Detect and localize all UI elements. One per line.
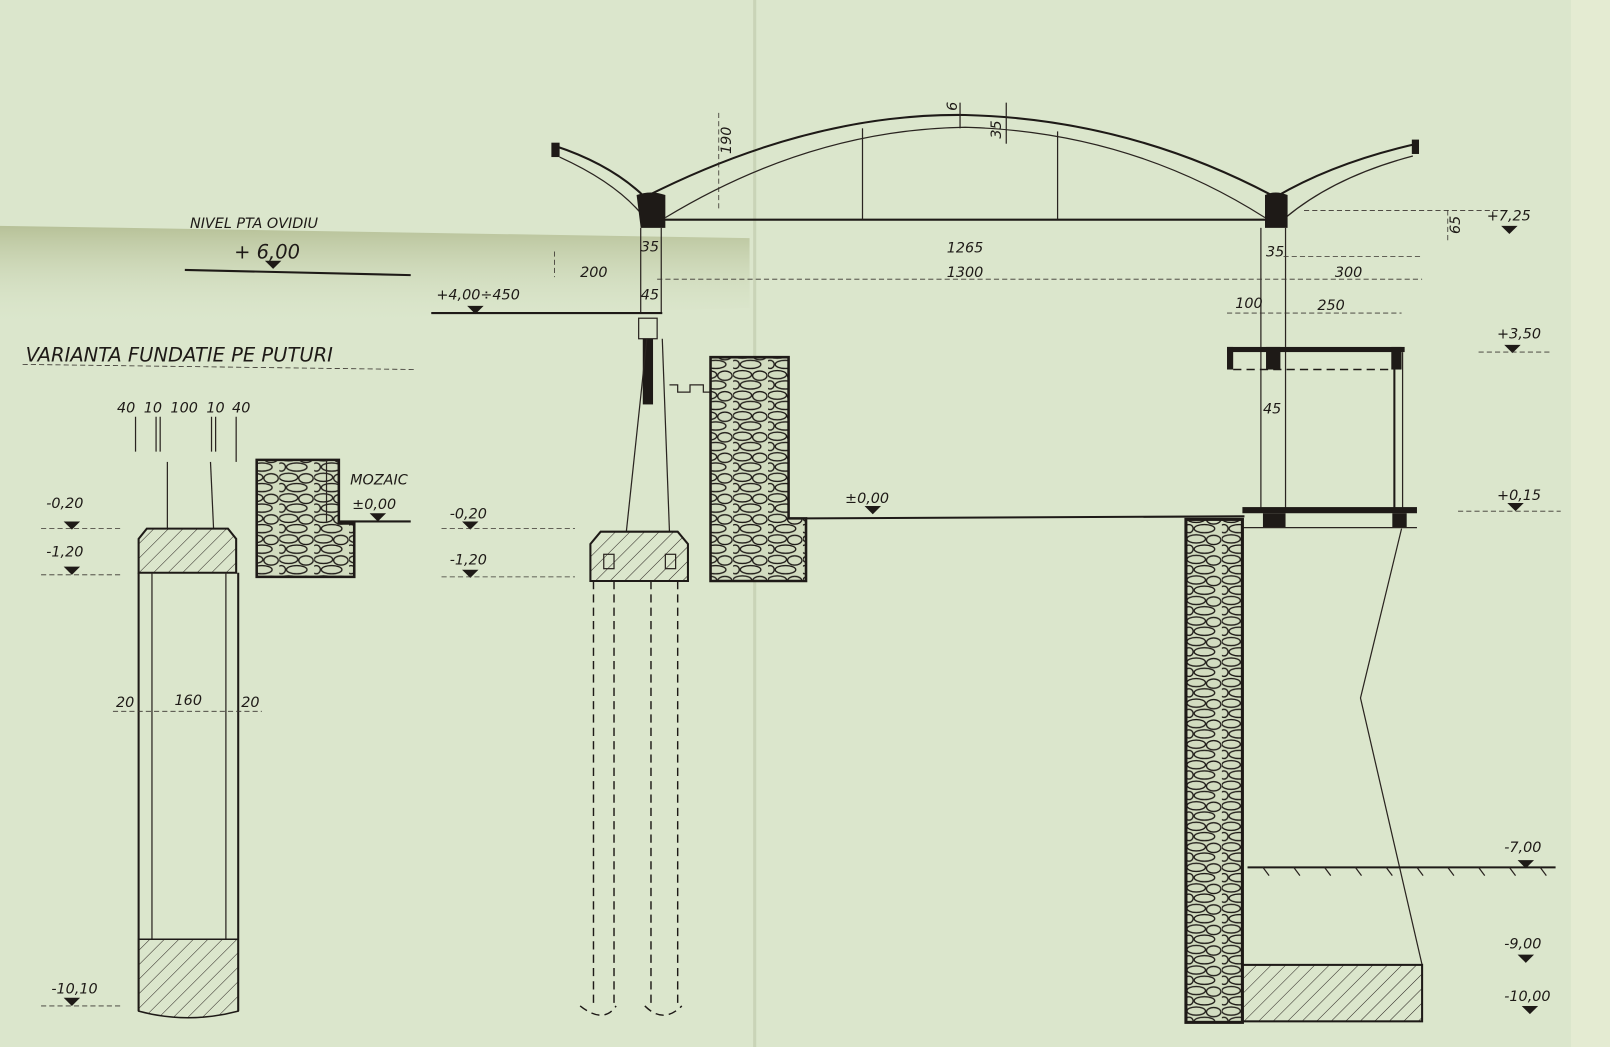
paper-fold-shadow xyxy=(0,225,750,329)
dim-300: 300 xyxy=(1335,265,1362,281)
dim-190: 190 xyxy=(719,127,735,154)
dim-45-left: 45 xyxy=(641,288,659,304)
pile-dim-1: 10 xyxy=(144,401,162,417)
floor-level: ±0,00 xyxy=(845,491,889,507)
dim-200: 200 xyxy=(580,265,607,281)
pile-dim-3: 10 xyxy=(206,401,224,417)
dim-35-right: 35 xyxy=(1266,245,1284,261)
nivel-line xyxy=(184,268,411,277)
dim-1265: 1265 xyxy=(947,241,984,257)
floor-line xyxy=(806,515,1245,520)
right-retaining-wall xyxy=(1184,517,1556,1024)
dim-250: 250 xyxy=(1317,298,1344,314)
level-m700: -7,00 xyxy=(1504,840,1541,856)
level-m120-pile: -1,20 xyxy=(46,544,83,560)
dim-6: 6 xyxy=(945,102,961,111)
dim-35-top: 35 xyxy=(989,120,1005,138)
dim-1300: 1300 xyxy=(947,265,984,281)
left-pile-foundation xyxy=(579,530,689,1016)
level-m1000: -10,00 xyxy=(1504,989,1550,1005)
pile-dim-0: 40 xyxy=(117,401,135,417)
paper-edge xyxy=(1570,0,1610,1047)
level-350: +3,50 xyxy=(1497,327,1541,343)
nivel-label: NIVEL PTA OVIDIU xyxy=(190,216,319,232)
pile-wall-left: 20 xyxy=(116,695,134,711)
dim-45-right: 45 xyxy=(1263,402,1281,418)
level-m900: -9,00 xyxy=(1504,936,1541,952)
pile-wall-right: 20 xyxy=(241,695,259,711)
dimension-lines xyxy=(554,102,1510,314)
pile-variant-section xyxy=(112,416,411,1019)
right-column xyxy=(1227,227,1423,966)
level-725: +7,25 xyxy=(1487,209,1531,225)
level-m120-main: -1,20 xyxy=(450,553,487,569)
level-leader-lines xyxy=(41,351,1561,1007)
dim-100: 100 xyxy=(1235,296,1262,312)
level-markers xyxy=(63,225,1539,1015)
level-015: +0,15 xyxy=(1497,488,1541,504)
left-stone-wall xyxy=(709,355,808,583)
left-column xyxy=(431,227,711,532)
roof-shell xyxy=(551,113,1420,228)
level-m1010: -10,10 xyxy=(51,982,97,998)
pile-dim-4: 40 xyxy=(232,401,250,417)
level-m020-pile: -0,20 xyxy=(46,496,83,512)
dim-65: 65 xyxy=(1448,216,1464,234)
pile-dim-2: 100 xyxy=(170,401,197,417)
mozaic-label: MOZAIC xyxy=(350,472,408,488)
nivel-value: + 6,00 xyxy=(234,241,300,264)
level-m020-main: -0,20 xyxy=(450,506,487,522)
drawing-text: NIVEL PTA OVIDIU + 6,00 VARIANTA FUNDATI… xyxy=(26,102,1551,1005)
mozaic-level: ±0,00 xyxy=(352,497,396,513)
dim-35-left: 35 xyxy=(641,239,659,255)
pile-inner-width: 160 xyxy=(175,693,202,709)
drawing-title: VARIANTA FUNDATIE PE PUTURI xyxy=(26,343,334,366)
canopy-left-level: +4,00÷450 xyxy=(436,288,519,304)
